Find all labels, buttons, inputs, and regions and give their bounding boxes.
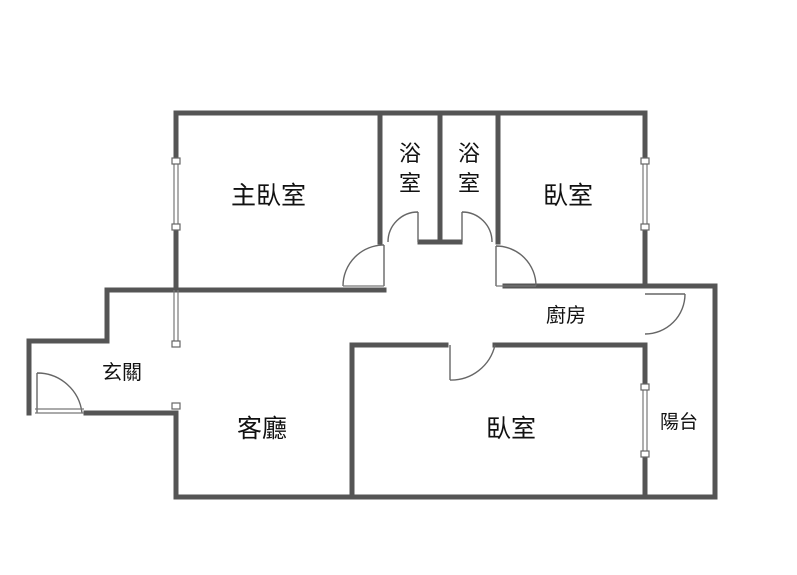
door-entrance <box>36 372 83 414</box>
windows <box>171 157 650 458</box>
room-label-bath-left: 浴 室 <box>399 144 421 196</box>
door-bath-left <box>387 211 419 243</box>
room-label-living-room: 客廳 <box>237 414 288 443</box>
room-label-master-bedroom: 主臥室 <box>231 181 307 210</box>
room-label-kitchen: 廚房 <box>546 303 586 327</box>
door-bath-right <box>461 211 493 243</box>
room-label-balcony: 陽台 <box>660 411 699 433</box>
bath-right-line-2: 室 <box>458 172 481 197</box>
doors <box>35 211 686 414</box>
room-label-entrance: 玄關 <box>102 360 142 384</box>
bath-left-line-2: 室 <box>399 172 422 197</box>
door-master-bedroom <box>342 244 385 287</box>
bath-right-line-1: 浴 <box>458 142 481 167</box>
door-balcony <box>644 293 686 335</box>
room-label-bedroom-bottom: 臥室 <box>486 414 537 443</box>
room-label-bedroom-top: 臥室 <box>543 181 594 210</box>
room-label-bath-right: 浴 室 <box>458 144 480 196</box>
door-bedroom-top <box>495 245 537 287</box>
bath-left-line-1: 浴 <box>399 142 422 167</box>
exterior-walls <box>26 110 718 500</box>
door-bedroom-bottom <box>449 344 496 381</box>
